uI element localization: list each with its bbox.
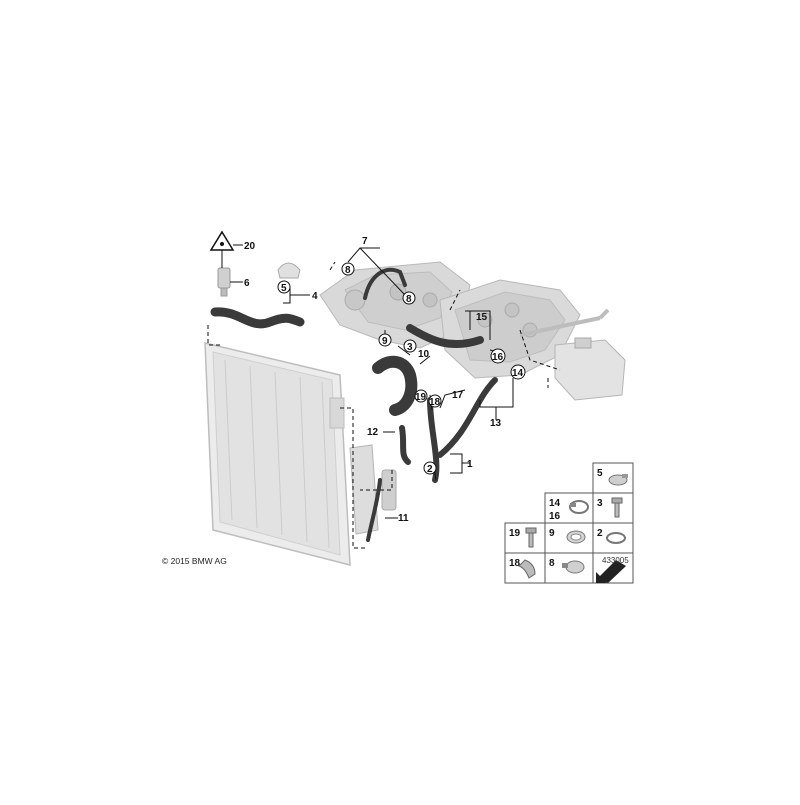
- callout-15: 15: [476, 312, 488, 323]
- coolant-hoses: [210, 267, 498, 542]
- screw-icon-19: [525, 527, 537, 548]
- callout-8a: 8: [345, 265, 351, 276]
- temperature-sensor: [217, 267, 231, 297]
- callout-3: 3: [407, 342, 413, 353]
- callout-7: 7: [362, 236, 368, 247]
- callout-18: 18: [429, 397, 441, 408]
- callout-labels: 20 6 5 4 7 8 8 9 3 10 15 16 14 19 18 17 …: [244, 236, 526, 524]
- table-label-16: 16: [549, 511, 561, 522]
- table-label-19: 19: [509, 528, 521, 539]
- callout-11: 11: [398, 513, 409, 524]
- callout-6: 6: [244, 278, 250, 289]
- callout-1: 1: [467, 459, 473, 470]
- warning-triangle-icon: [209, 230, 235, 251]
- table-label-3: 3: [597, 498, 603, 509]
- expansion-tank: [519, 308, 626, 401]
- callout-9: 9: [382, 336, 388, 347]
- bracket-icon-18: [518, 559, 536, 579]
- callout-16: 16: [492, 352, 504, 363]
- callout-5: 5: [281, 283, 287, 294]
- table-label-8: 8: [549, 558, 555, 569]
- callout-10: 10: [418, 349, 430, 360]
- copyright-text: © 2015 BMW AG: [162, 556, 227, 566]
- table-label-9: 9: [549, 528, 555, 539]
- parts-table: 5 14 16 3 19 9 2 18 8: [504, 462, 634, 584]
- callout-20: 20: [244, 241, 256, 252]
- bolt-icon-3: [611, 497, 623, 518]
- diagram-id: 433005: [602, 556, 629, 565]
- table-label-5: 5: [597, 468, 603, 479]
- table-label-18: 18: [509, 558, 521, 569]
- callout-12: 12: [367, 427, 379, 438]
- dashed-lines: [207, 261, 561, 549]
- arrow-icon: [596, 560, 626, 583]
- clamp-icon-8: [562, 560, 585, 574]
- filler-cap: [277, 262, 301, 279]
- callout-17: 17: [452, 390, 464, 401]
- callout-2: 2: [427, 464, 433, 475]
- engine-block-right: [439, 279, 581, 379]
- table-label-2: 2: [597, 528, 603, 539]
- clamp-icon-9: [566, 530, 586, 544]
- clamp-icon-5: [608, 474, 628, 486]
- clamp-icon-2: [606, 532, 626, 544]
- callout-8b: 8: [406, 294, 412, 305]
- table-label-14: 14: [549, 498, 561, 509]
- callout-13: 13: [490, 418, 502, 429]
- callout-4: 4: [312, 291, 318, 302]
- leader-lines: [221, 244, 514, 519]
- callout-19: 19: [415, 392, 427, 403]
- radiator: [204, 342, 351, 566]
- callout-14: 14: [512, 368, 524, 379]
- engine-block-left: [319, 261, 471, 349]
- clamp-icon-14-16: [569, 500, 589, 514]
